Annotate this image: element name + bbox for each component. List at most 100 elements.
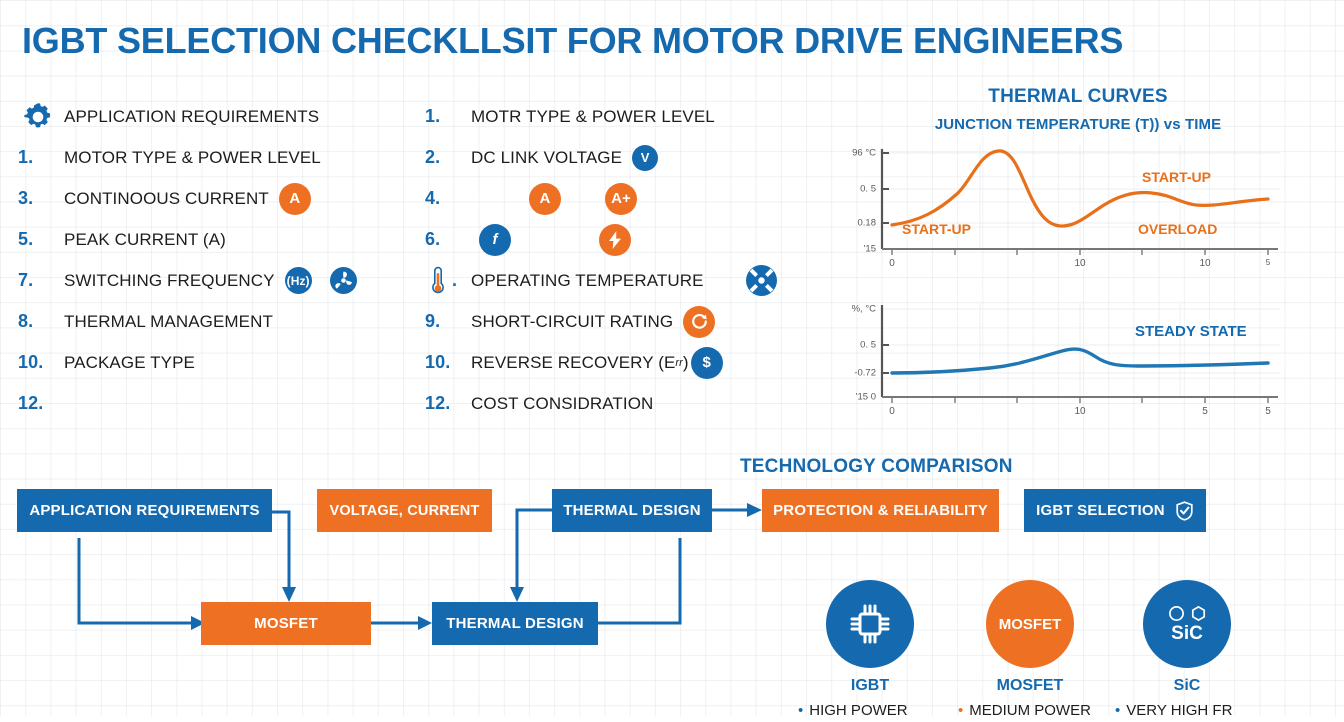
flowchart-connectors: [77, 503, 762, 630]
checklist-item-label: OPERATING TEMPERATURE: [471, 270, 704, 290]
checklist-item-number: 3.: [18, 188, 34, 208]
chart-1-xtick: 0: [889, 258, 895, 269]
flow-box-voltage-current[interactable]: VOLTAGE, CURRENT: [317, 489, 492, 532]
checklist-item[interactable]: 4. A A+: [425, 178, 835, 219]
checklist-item[interactable]: . OPERATING TEMPERATURE: [425, 260, 835, 301]
tech-card-bullet-label: MEDIUM POWER: [969, 702, 1091, 719]
checklist-item-label: SHORT-CIRCUIT RATING: [471, 311, 674, 331]
sic-icon: SiC: [1143, 580, 1231, 668]
checklist-item-label-subscript: rr: [675, 356, 683, 369]
chart-1-annotation-startup-left: START-UP: [902, 221, 971, 237]
chart-steady-state: %, °C 0. 5 -0.72 '15 0 0 10 5 5 STEADY S…: [852, 303, 1280, 417]
tech-card-bullet: • MEDIUM POWER: [958, 700, 1120, 722]
checklist-item[interactable]: 9. SHORT-CIRCUIT RATING: [425, 301, 835, 342]
checklist-item-number-text: .: [452, 270, 458, 290]
chart-2-xtick: 0: [889, 406, 895, 417]
ampere-badge: A: [278, 182, 311, 215]
bolt-badge: [599, 223, 631, 256]
flow-box-thermal-design-top[interactable]: THERMAL DESIGN: [552, 489, 712, 532]
checklist-item-number: .: [425, 265, 471, 297]
flowchart: APPLICATION REQUIREMENTS VOLTAGE, CURREN…: [0, 480, 1344, 660]
checklist-item[interactable]: 1. MOTR TYPE & POWER LEVEL: [425, 96, 835, 137]
tech-card-sic[interactable]: SiC SiC • VERY HIGH FR: [1097, 580, 1277, 722]
tech-card-name: IGBT: [850, 677, 890, 694]
tech-card-igbt[interactable]: IGBT • HIGH POWER: [780, 580, 960, 722]
checklist-item-number: 5.: [18, 229, 34, 249]
checklist-item-label: COST CONSIDRATION: [471, 393, 654, 413]
flow-box-label: THERMAL DESIGN: [446, 615, 584, 632]
flow-box-igbt-selection[interactable]: IGBT SELECTION: [1024, 489, 1206, 532]
checklist-item-number: 6.: [425, 229, 441, 249]
tech-card-bullets: • VERY HIGH FR: [1097, 700, 1277, 722]
frequency-badge: f: [479, 223, 511, 256]
flow-box-label: APPLICATION REQUIREMENTS: [29, 502, 260, 519]
tech-card-bullets: • HIGH POWER: [780, 700, 960, 722]
flow-box-protection-reliability[interactable]: PROTECTION & RELIABILITY: [762, 489, 999, 532]
page-title: IGBT SELECTION CHECKLLSIT FOR MOTOR DRIV…: [22, 20, 1124, 61]
charts-heading: THERMAL CURVES: [988, 86, 1168, 107]
checklist-item[interactable]: 6. f: [425, 219, 835, 260]
checklist-left-column: APPLICATION REQUIREMENTS 1. MOTOR TYPE &…: [18, 96, 418, 424]
checklist-item-label: REVERSE RECOVERY (E: [471, 352, 676, 372]
checklist-item[interactable]: APPLICATION REQUIREMENTS: [18, 96, 418, 137]
thermal-curves-section: THERMAL CURVES JUNCTION TEMPERATURE (T))…: [838, 86, 1338, 417]
flow-box-label: THERMAL DESIGN: [563, 502, 701, 519]
ampere-badge: A: [529, 182, 561, 215]
checklist-item-number: 4.: [425, 188, 441, 208]
flow-box-label: PROTECTION & RELIABILITY: [773, 502, 988, 519]
mosfet-label-icon: MOSFET: [986, 580, 1074, 668]
checklist-item[interactable]: 7. SWITCHING FREQUENCY (Hz): [18, 260, 418, 301]
chart-1-ytick: 0. 5: [860, 183, 876, 195]
checklist-item-label: APPLICATION REQUIREMENTS: [64, 106, 320, 126]
chart-1-ytick: 96 °C: [852, 147, 876, 159]
checklist-item-number: 9.: [425, 311, 441, 331]
tech-card-bullet: • VERY HIGH FR: [1115, 700, 1277, 722]
flow-box-label: MOSFET: [254, 615, 318, 632]
thermometer-icon: [425, 265, 451, 297]
chart-1-xtick: 10: [1199, 258, 1211, 269]
microchip-icon: [826, 580, 914, 668]
sic-icon-text: SiC: [1171, 623, 1203, 644]
chart-2-xtick: 5: [1265, 406, 1271, 417]
checklist-item[interactable]: 3. CONTINOOUS CURRENT A: [18, 178, 418, 219]
checklist-item[interactable]: 12. COST CONSIDRATION: [425, 383, 835, 424]
chart-1-ytick: '15: [863, 243, 876, 255]
checklist-item-number: 7.: [18, 270, 34, 290]
hertz-badge: (Hz): [284, 267, 312, 294]
checklist-item[interactable]: 10. PACKAGE TYPE: [18, 342, 418, 383]
checklist-item-label: MOTOR TYPE & POWER LEVEL: [64, 147, 321, 167]
mosfet-icon-text: MOSFET: [998, 615, 1062, 633]
checklist-item-number: 1.: [18, 147, 34, 167]
chart-2-ytick: -0.72: [854, 367, 876, 379]
flow-box-application-requirements[interactable]: APPLICATION REQUIREMENTS: [17, 489, 272, 532]
tech-card-bullet: • HIGH POWER: [798, 700, 960, 722]
chart-2-annotation-steady-state: STEADY STATE: [1135, 323, 1247, 340]
chart-2-xtick: 10: [1074, 406, 1086, 417]
checklist-item[interactable]: 1. MOTOR TYPE & POWER LEVEL: [18, 137, 418, 178]
checklist-item-number: 12.: [425, 393, 451, 413]
ampere-plus-badge: A+: [605, 182, 637, 215]
chart-2-xtick: 5: [1202, 406, 1208, 417]
chart-2-ytick: '15 0: [855, 391, 876, 403]
checklist-item[interactable]: 5. PEAK CURRENT (A): [18, 219, 418, 260]
checklist-item[interactable]: 12.: [18, 383, 418, 424]
chart-1-annotation-startup-right: START-UP: [1142, 169, 1211, 185]
flow-box-label: VOLTAGE, CURRENT: [329, 502, 480, 519]
checklist-item[interactable]: 2. DC LINK VOLTAGE V: [425, 137, 835, 178]
flow-box-thermal-design-bottom[interactable]: THERMAL DESIGN: [432, 602, 598, 645]
chart-2-canvas: [880, 303, 1280, 403]
tech-card-name: MOSFET: [996, 677, 1064, 694]
tech-card-bullets: • MEDIUM POWER: [940, 700, 1120, 722]
checklist-item[interactable]: 8. THERMAL MANAGEMENT: [18, 301, 418, 342]
dollar-badge: $: [690, 346, 723, 379]
checklist-middle-column: 1. MOTR TYPE & POWER LEVEL 2. DC LINK VO…: [425, 96, 835, 424]
fan-x-icon: [745, 265, 777, 296]
chart-1-xtick: 5: [1265, 258, 1271, 267]
tech-card-bullet-label: VERY HIGH FR: [1126, 702, 1233, 719]
technology-comparison-heading: TECHNOLOGY COMPARISON: [740, 456, 1013, 477]
flow-box-mosfet[interactable]: MOSFET: [201, 602, 371, 645]
chart-1-annotation-overload: OVERLOAD: [1138, 221, 1218, 237]
tech-card-name: SiC: [1173, 677, 1201, 694]
tech-card-mosfet[interactable]: MOSFET MOSFET • MEDIUM POWER: [940, 580, 1120, 722]
